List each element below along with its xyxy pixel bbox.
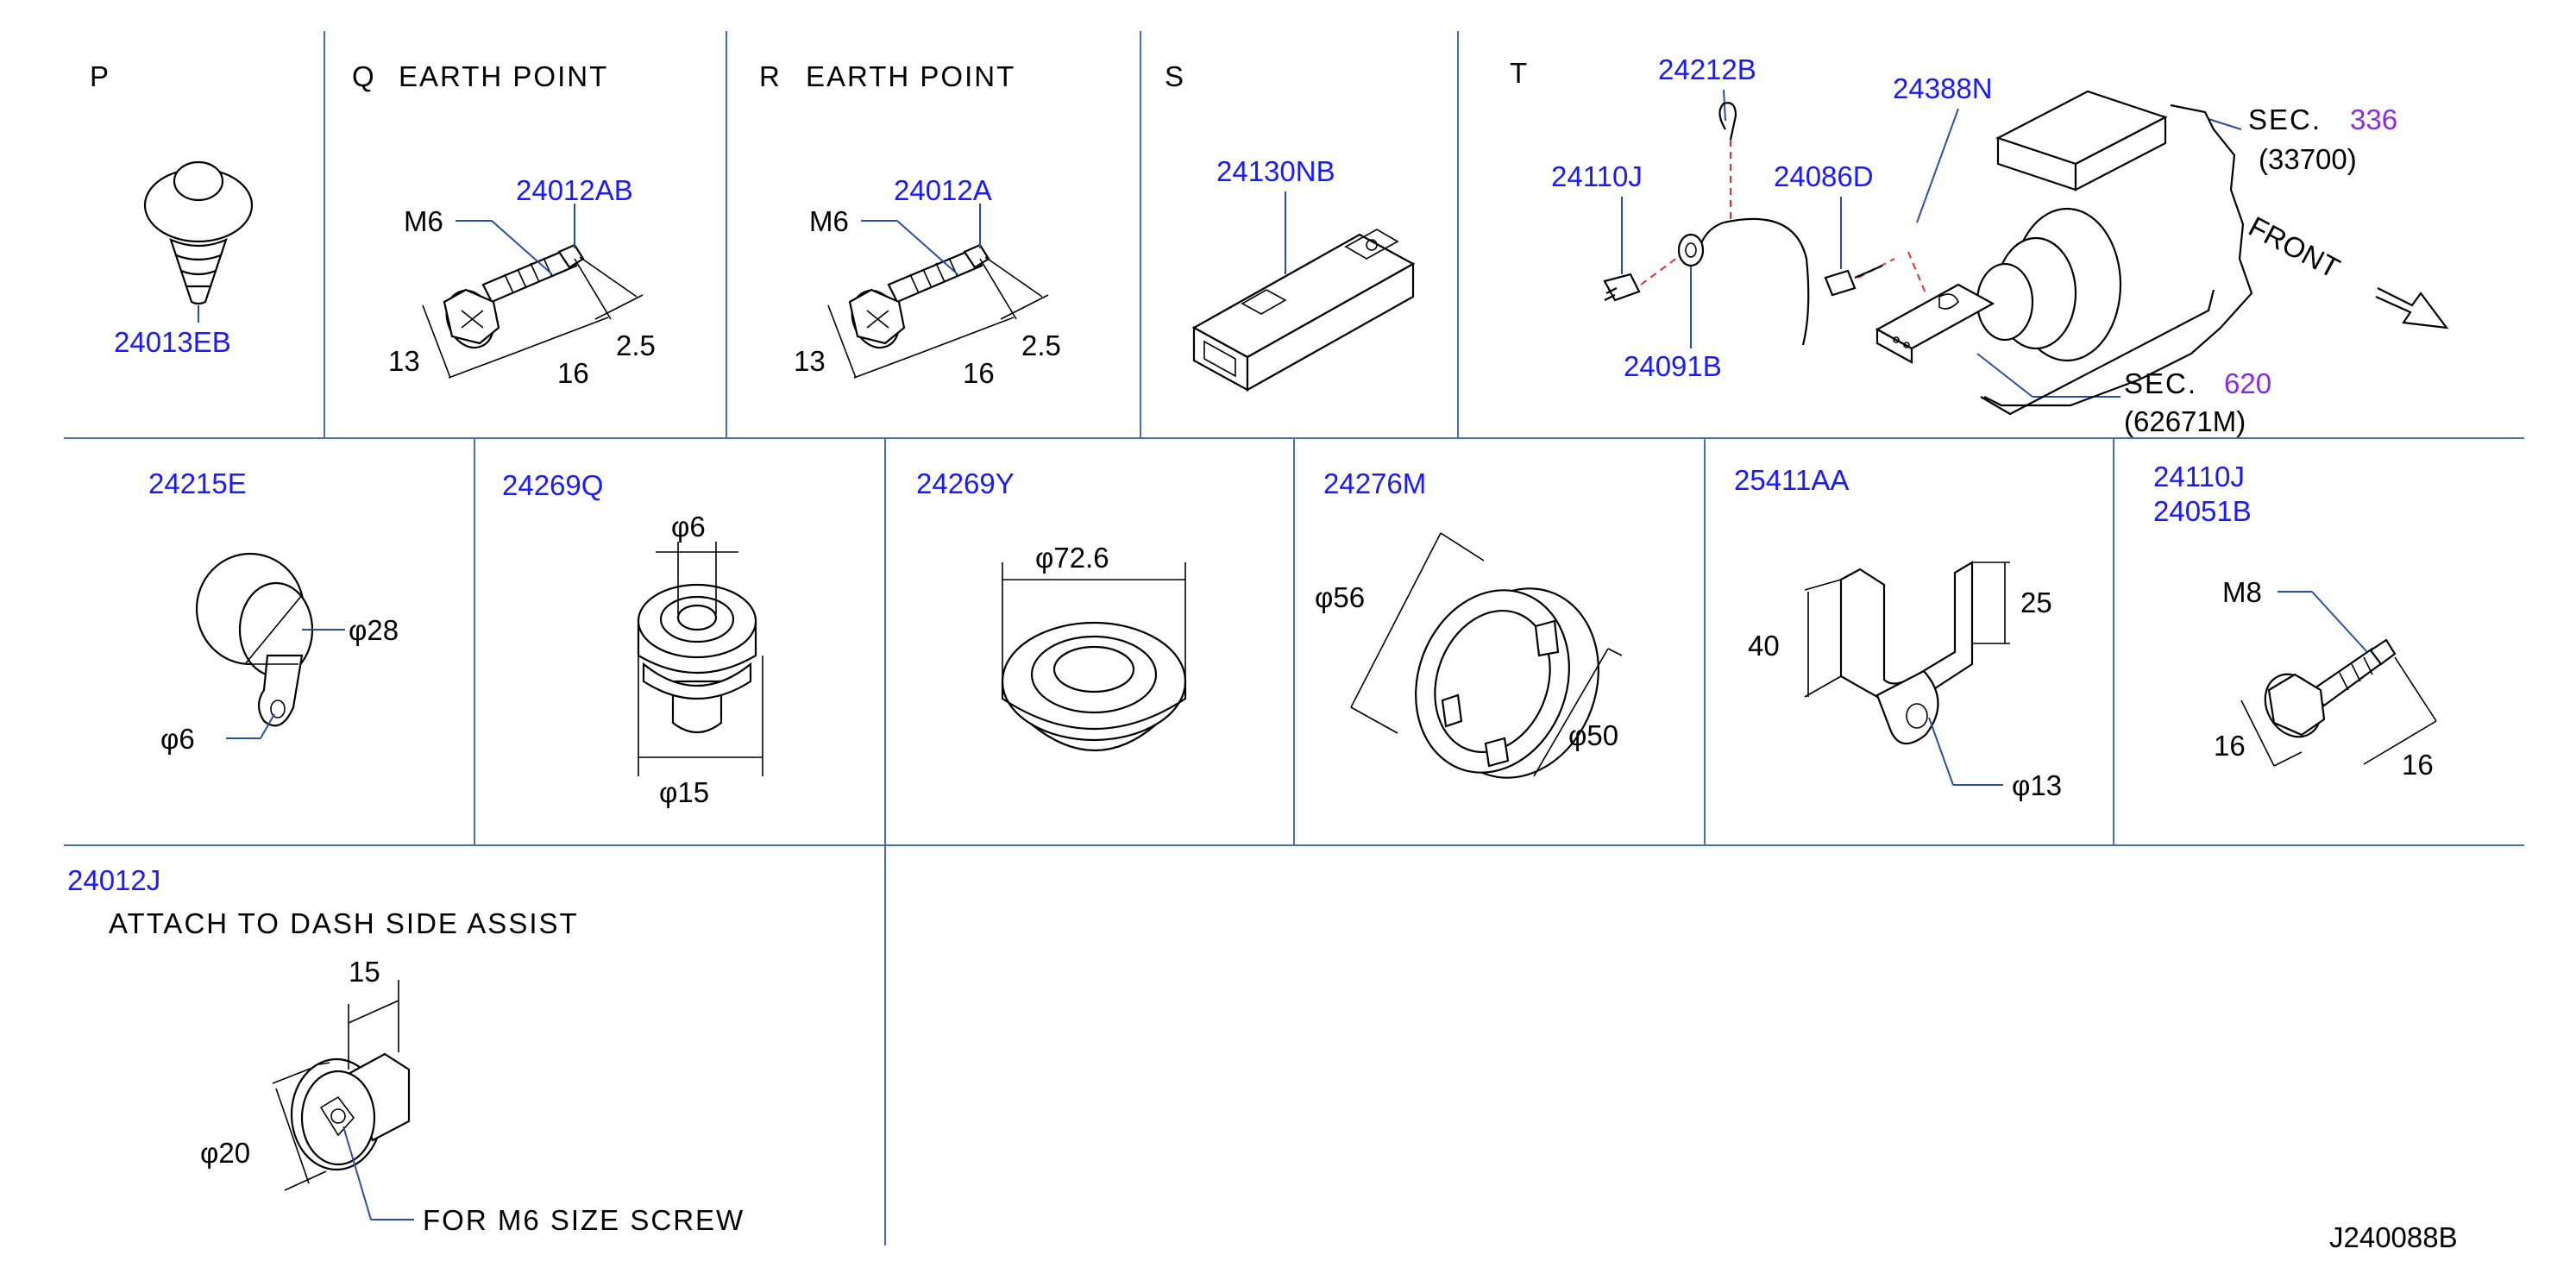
connector-24130NB-drawing [1191,229,1416,392]
grommet-24269Y-drawing [1001,621,1187,752]
part-label-24130NB: 24130NB [1216,155,1335,187]
clip-24013EB-drawing [143,160,254,305]
part-label-24013EB: 24013EB [114,326,231,358]
dim-label-r-a: 13 [794,345,826,377]
cell-24012J: 24012J ATTACH TO DASH SIDE ASSIST 15 φ20… [67,864,745,1236]
cell-25411AA: 25411AA 40 25 φ13 [1734,464,2062,801]
dim-label-q-b: 16 [557,357,589,389]
part-label-24269Q: 24269Q [502,469,603,501]
part-label-25411AA: 25411AA [1734,464,1849,496]
part-label-24276M: 24276M [1323,467,1426,499]
part-label-24269Y: 24269Y [916,467,1015,499]
earth-bolt-24012AB-drawing [443,243,585,349]
dim-label-24276M-a: φ56 [1315,581,1365,613]
dimension-lines-r [827,256,1049,379]
screw-callout: FOR M6 SIZE SCREW [423,1204,745,1236]
dim-label-24110J-a: M8 [2222,576,2262,608]
dim-label-24269Q-a: φ6 [671,511,706,543]
part-label-24091B: 24091B [1624,350,1722,382]
section-p-letter: P [90,60,109,92]
dim-label-25411AA-a: 40 [1748,630,1780,662]
dim-label-24215E-b: φ6 [160,723,195,755]
section-s: S 24130NB [1165,60,1416,392]
earth-bolt-24012A-drawing [848,243,990,349]
sec-code-62671M: (62671M) [2124,405,2246,437]
dim-label-25411AA-c: φ13 [2012,769,2062,801]
dim-label-24215E-a: φ28 [349,614,399,646]
section-q: Q EARTH POINT M6 24012AB 13 16 2.5 [352,60,656,389]
sec-ref-336: 336 [2350,104,2397,135]
ground-harness-drawing [1603,102,1883,346]
section-r-letter: R [759,60,780,92]
dimension-lines-24269Q [638,542,763,776]
part-label-24110J: 24110J [1551,160,1643,192]
cell-24110J-24051B: 24110J 24051B M8 16 16 [2153,461,2437,781]
grid-lines [64,31,2524,1245]
part-label-24051B: 24051B [2153,495,2252,527]
part-label-24212B: 24212B [1658,53,1756,85]
dim-label-q-a: 13 [388,345,420,377]
part-label-24012AB: 24012AB [516,174,633,206]
grommet-24215E-drawing [195,552,314,727]
cell-24269Q: 24269Q φ6 φ15 [502,469,763,808]
dimension-lines-25411AA [1804,562,2010,698]
front-label: FRONT [2244,210,2346,285]
section-s-letter: S [1165,60,1184,92]
front-arrow-icon [2375,287,2449,329]
grommet-24269Q-drawing [637,583,757,733]
section-p: P 24013EB [90,60,254,358]
engine-block-drawing [1875,90,2253,416]
cell-24269Y: 24269Y φ72.6 [916,467,1187,752]
part-label-24012A: 24012A [894,174,992,206]
sec-label-1: SEC. [2248,104,2322,135]
thread-label-q: M6 [404,205,443,237]
dim-line-24215E-a [244,594,303,665]
section-t: T 24212B 24388N 24110J 24086D 24091B [1510,53,2449,437]
dim-label-24012J-b: φ20 [200,1137,250,1169]
dimension-lines-24269Y [1002,562,1186,681]
dim-label-24269Y-a: φ72.6 [1035,542,1109,574]
sec-label-2: SEC. [2124,367,2197,399]
dimension-lines-24110J [2240,656,2437,767]
clip-24012J-drawing [290,1052,411,1171]
thread-label-r: M6 [809,205,849,237]
section-t-letter: T [1510,57,1527,89]
part-label-24012J: 24012J [67,864,160,896]
part-label-24215E: 24215E [148,467,247,499]
part-label-24110J-b: 24110J [2153,461,2245,493]
drawing-id: J240088B [2329,1221,2458,1253]
bracket-25411AA-drawing [1839,561,1974,745]
dim-label-r-c: 2.5 [1021,329,1061,361]
section-q-letter: Q [352,60,374,92]
grommet-24276M-drawing [1415,587,1599,779]
dim-label-24110J-c: 16 [2402,749,2434,781]
cell-24276M: 24276M φ56 φ50 [1315,467,1623,779]
dim-label-24110J-b: 16 [2214,730,2246,762]
dim-label-25411AA-b: 25 [2020,587,2052,618]
dim-label-q-c: 2.5 [616,329,656,361]
dim-label-24012J-a: 15 [349,956,380,988]
sec-ref-620: 620 [2224,367,2271,399]
part-label-24388N: 24388N [1893,72,1993,104]
sec-code-33700: (33700) [2259,143,2357,175]
part-label-24086D: 24086D [1774,160,1874,192]
dimension-lines-24276M [1350,532,1623,777]
attach-note: ATTACH TO DASH SIDE ASSIST [109,907,579,939]
leaders-t [1621,89,2242,398]
section-r-title: EARTH POINT [806,60,1015,92]
section-r: R EARTH POINT M6 24012A 13 16 2.5 [759,60,1061,389]
section-q-title: EARTH POINT [399,60,608,92]
dimension-lines-24012J [272,980,399,1191]
bolt-24110J-drawing [2264,638,2397,738]
dim-label-24276M-b: φ50 [1568,719,1618,751]
dim-label-r-b: 16 [963,357,995,389]
dimension-lines-q [422,256,644,379]
dim-label-24269Q-b: φ15 [659,776,709,808]
cell-24215E: 24215E φ28 φ6 [148,467,399,755]
